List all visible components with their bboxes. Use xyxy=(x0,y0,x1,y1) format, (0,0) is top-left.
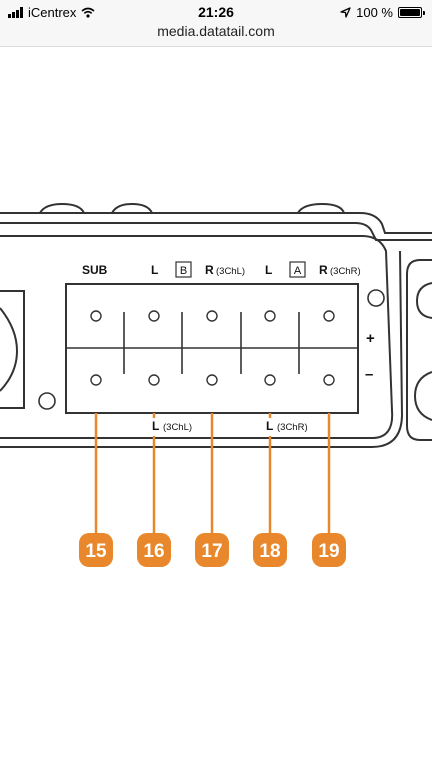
callout-17-number: 17 xyxy=(201,541,222,562)
label-bottom-l-3chl-suffix: (3ChL) xyxy=(163,422,192,433)
status-left: iCentrex xyxy=(8,5,95,20)
device-outline xyxy=(0,202,432,448)
battery-icon xyxy=(398,7,425,18)
connector-diagram: SUB L B R (3ChL) L A R (3ChR) + – L (3Ch… xyxy=(0,202,432,567)
screw-19-minus xyxy=(323,374,335,386)
label-sub: SUB xyxy=(82,263,108,277)
terminal-dividers xyxy=(123,312,300,374)
badge-a-box xyxy=(289,261,306,278)
callout-18: 18 xyxy=(253,533,287,567)
wifi-icon xyxy=(81,7,95,18)
status-bar: iCentrex 21:26 100 % media.datatail.com xyxy=(0,0,432,47)
status-right: 100 % xyxy=(340,5,425,20)
callout-17: 17 xyxy=(195,533,229,567)
badge-a: A xyxy=(294,265,302,277)
terminal-screws xyxy=(90,310,335,386)
mount-hole-left xyxy=(38,392,56,410)
callout-19-number: 19 xyxy=(318,541,339,562)
label-bottom-l-3chr-suffix: (3ChR) xyxy=(277,422,308,433)
label-r-1: R xyxy=(205,263,214,277)
callout-19: 19 xyxy=(312,533,346,567)
screw-17-minus xyxy=(206,374,218,386)
label-bottom-l-3chr: L xyxy=(266,419,273,433)
signal-icon xyxy=(8,7,23,18)
callout-lines xyxy=(94,413,331,534)
address-bar-url[interactable]: media.datatail.com xyxy=(157,23,275,39)
label-r-2-suffix: (3ChR) xyxy=(330,266,361,277)
badge-b: B xyxy=(180,265,187,277)
label-bottom-l-3chl: L xyxy=(152,419,159,433)
battery-fill xyxy=(400,9,420,16)
callout-15-number: 15 xyxy=(85,541,107,562)
screw-18-plus xyxy=(264,310,276,322)
callout-15: 15 xyxy=(79,533,113,567)
label-l-1: L xyxy=(151,263,158,277)
label-r-1-suffix: (3ChL) xyxy=(216,266,245,277)
location-arrow-icon xyxy=(340,7,351,18)
screw-15-plus xyxy=(90,310,102,322)
screw-16-minus xyxy=(148,374,160,386)
screw-18-minus xyxy=(264,374,276,386)
polarity-minus: – xyxy=(365,366,373,383)
polarity-plus: + xyxy=(366,330,375,347)
screw-19-plus xyxy=(323,310,335,322)
callout-16-number: 16 xyxy=(143,541,164,562)
battery-percent: 100 % xyxy=(356,5,393,20)
label-r-2: R xyxy=(319,263,328,277)
screw-16-plus xyxy=(148,310,160,322)
screw-17-plus xyxy=(206,310,218,322)
mount-hole-right xyxy=(367,289,385,307)
label-l-2: L xyxy=(265,263,272,277)
callout-18-number: 18 xyxy=(259,541,280,562)
badge-b-box xyxy=(175,261,192,278)
clock: 21:26 xyxy=(198,4,234,20)
screw-15-minus xyxy=(90,374,102,386)
callout-16: 16 xyxy=(137,533,171,567)
carrier-name: iCentrex xyxy=(28,5,77,20)
